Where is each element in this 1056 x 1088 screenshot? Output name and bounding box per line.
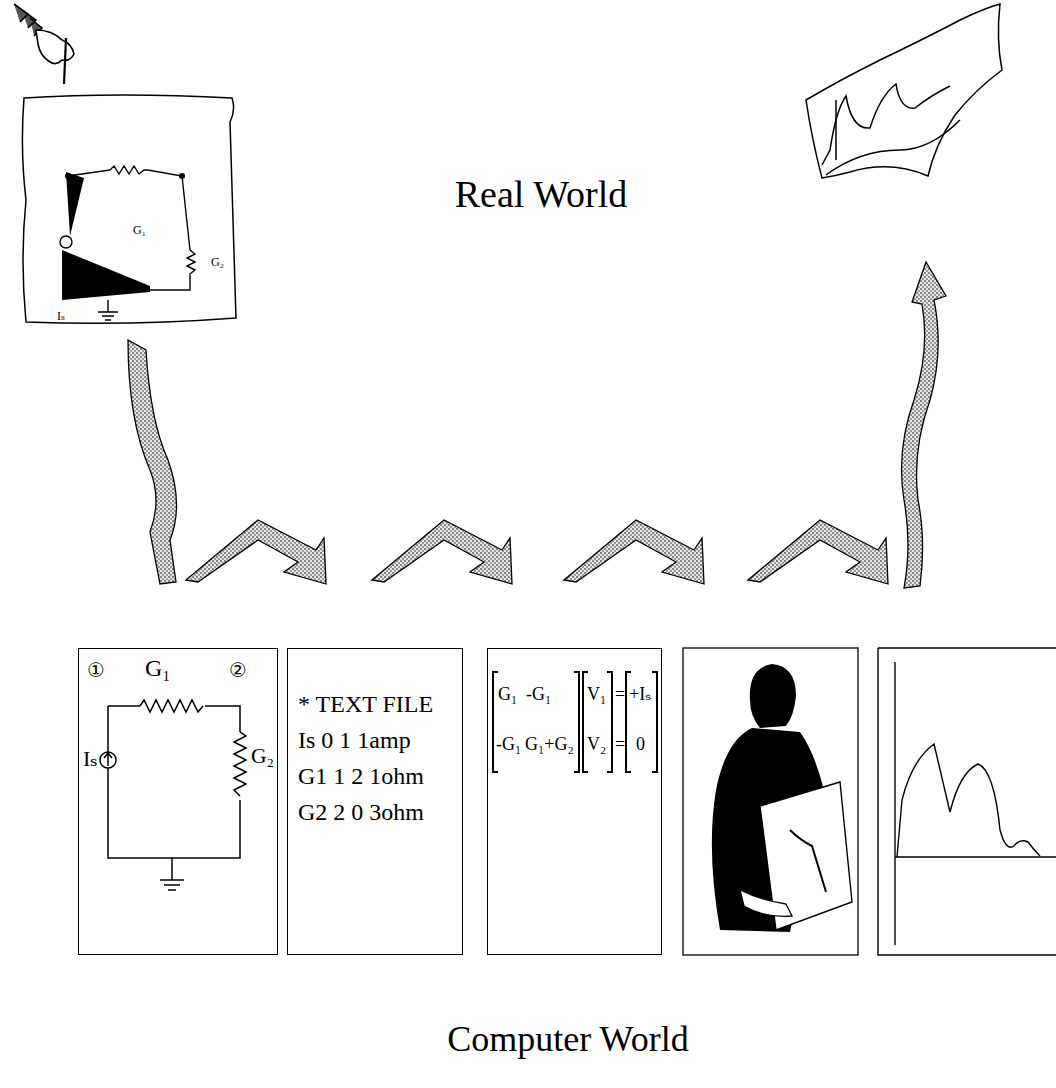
node-text: G₁ <box>498 685 517 705</box>
plot-axis <box>895 662 1056 945</box>
hand <box>740 890 792 916</box>
sketch-source <box>60 236 72 248</box>
matrix-brackets <box>493 672 657 772</box>
node-text: G2 2 0 3ohm <box>298 799 424 825</box>
bracket <box>583 672 612 772</box>
node-text: = <box>615 735 625 755</box>
box-outline <box>683 648 858 955</box>
resistor-symbol <box>140 700 203 712</box>
down-arrow <box>128 340 177 584</box>
sketch-wire-fill <box>66 172 84 236</box>
paper-waveform <box>822 84 950 165</box>
pencil <box>790 830 826 892</box>
schematic-box: ① G₁ ② Iₛ G₂ <box>78 648 278 955</box>
source-arrow <box>104 753 112 766</box>
node-text: V₁ <box>587 685 606 705</box>
sketch-circuit <box>60 166 195 320</box>
node-text: ② <box>229 659 247 681</box>
matrix-box: G₁-G₁-G₁G₁+G₂V₁V₂==+Iₛ0 <box>487 648 662 955</box>
wire <box>108 706 240 858</box>
waveform <box>897 744 1040 857</box>
ground-symbol <box>160 858 184 890</box>
sketch-paper <box>22 95 236 323</box>
paper-outline <box>22 95 236 323</box>
node-text: G₂ <box>251 745 274 769</box>
world-label: Computer World <box>447 1018 688 1060</box>
sketch-ground <box>98 300 118 320</box>
drawing-hand <box>14 4 74 84</box>
bracket <box>626 672 657 772</box>
sketch-wire-fill <box>62 250 150 300</box>
node-text: G₂ <box>211 256 224 269</box>
box-outline <box>878 648 1056 955</box>
boomerang-arrow <box>748 520 888 584</box>
node-text: -G₁ <box>526 685 551 705</box>
boomerang-arrow <box>564 520 704 584</box>
node-text: = <box>615 685 625 705</box>
sketch-resistor <box>150 250 195 290</box>
node-text: Iₛ <box>83 747 98 771</box>
node-text: 0 <box>636 735 645 755</box>
resistor-symbol <box>234 732 246 796</box>
boomerang-arrow <box>186 520 326 584</box>
result-paper <box>806 4 1002 178</box>
node-text: +Iₛ <box>629 685 651 705</box>
node-text: Is 0 1 1amp <box>298 727 411 753</box>
sketch-wire <box>68 170 190 250</box>
hand <box>36 30 74 64</box>
flow-arrows <box>128 262 946 588</box>
node-text: Iₛ <box>57 310 65 323</box>
sketch-resistor <box>110 166 148 174</box>
node-text: G₁ <box>133 224 146 237</box>
waveform-box <box>878 648 1056 955</box>
world-label: Real World <box>455 172 627 216</box>
sketch-dot <box>65 173 71 179</box>
paper-outline <box>806 4 1002 178</box>
node-text: * TEXT FILE <box>298 691 433 717</box>
node-text: G₁+G₂ <box>525 735 574 755</box>
head <box>750 664 796 728</box>
node-text: G1 1 2 1ohm <box>298 763 424 789</box>
paper-waveform <box>826 120 960 175</box>
sketch-dot <box>179 173 185 179</box>
boomerang-arrow <box>372 520 512 584</box>
bracket <box>493 672 579 772</box>
node-text: V₂ <box>587 735 606 755</box>
current-source <box>100 752 116 768</box>
up-arrow <box>902 262 946 588</box>
schematic <box>100 700 246 890</box>
node-text: ① <box>87 659 105 681</box>
engineer-box <box>683 648 858 955</box>
pen <box>64 38 66 84</box>
sketch-paper: G₁ Iₛ G₂ <box>15 80 245 330</box>
node-text: G₁ <box>145 655 171 681</box>
text-file-box: * TEXT FILE Is 0 1 1amp G1 1 2 1ohm G2 2 0 … <box>287 648 463 955</box>
paper-axis <box>835 100 837 160</box>
node-text: -G₁ <box>496 735 521 755</box>
